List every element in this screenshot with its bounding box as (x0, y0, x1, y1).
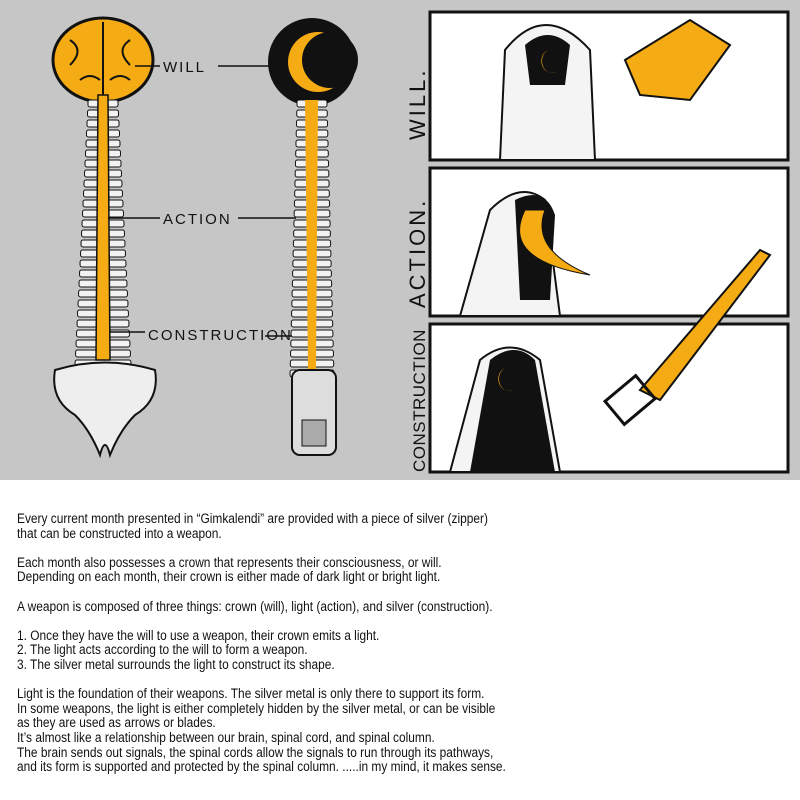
paragraph-5: Light is the foundation of their weapons… (17, 687, 739, 775)
paragraph-3: A weapon is composed of three things: cr… (17, 598, 739, 615)
list-item: 2. The light acts according to the will … (17, 642, 308, 659)
line: In some weapons, the light is either com… (17, 700, 496, 717)
label-construction: CONSTRUCTION (148, 327, 293, 344)
label-action: ACTION (163, 211, 232, 228)
line: and its form is supported and protected … (17, 759, 506, 776)
line: Each month also possesses a crown that r… (17, 554, 442, 571)
panel-will (428, 10, 790, 162)
list-item: 1. Once they have the will to use a weap… (17, 627, 380, 644)
comic-panels (428, 10, 790, 474)
pelvis-icon (53, 361, 157, 459)
line: Light is the foundation of their weapons… (17, 686, 485, 703)
panel-label-action: ACTION. (405, 198, 430, 308)
paragraph-1: Every current month presented in “Gimkal… (17, 512, 739, 541)
brain-spine-figure (51, 16, 157, 459)
list-item: 3. The silver metal surrounds the light … (17, 656, 335, 673)
paragraph-2: Each month also possesses a crown that r… (17, 554, 739, 586)
illustration: WILL ACTION CONSTRUCTION WILL. ACTION. C… (0, 0, 800, 480)
line: It’s almost like a relationship between … (17, 729, 435, 746)
paragraph-4: 1. Once they have the will to use a weap… (17, 627, 739, 673)
label-will: WILL (163, 59, 206, 76)
line: The brain sends out signals, the spinal … (17, 744, 494, 761)
panel-label-construction: CONSTRUCTION (410, 329, 429, 472)
description-text: Every current month presented in “Gimkal… (17, 512, 739, 789)
line: A weapon is composed of three things: cr… (17, 598, 493, 615)
line: Every current month presented in “Gimkal… (17, 511, 488, 527)
line: that can be constructed into a weapon. (17, 525, 222, 542)
line: Depending on each month, their crown is … (17, 569, 441, 586)
zipper-figure (268, 18, 358, 456)
zipper-light (305, 100, 318, 370)
panel-label-will: WILL. (405, 68, 430, 140)
spinal-cord (95, 94, 111, 361)
line: as they are used as arrows or blades. (17, 715, 216, 732)
